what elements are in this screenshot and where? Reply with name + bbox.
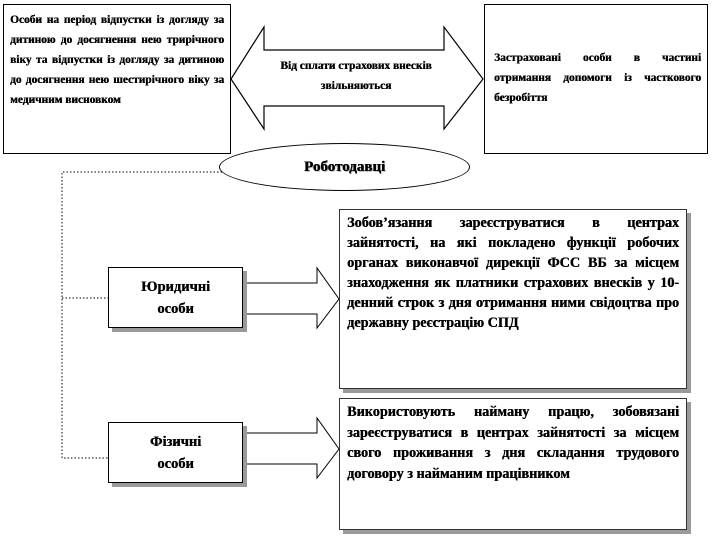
exempt-unemployment-text: Застраховані особи в частині отримання д… bbox=[494, 52, 701, 104]
individuals-description: Використовують найману працю, зобовязані… bbox=[347, 404, 679, 482]
double-arrow-shape bbox=[230, 24, 484, 131]
exempt-childcare-text: Особи на період відпустки із догляду за … bbox=[10, 14, 224, 106]
individuals-label: Фізичні особи bbox=[149, 433, 202, 472]
individuals-description-box: Використовують найману працю, зобовязані… bbox=[339, 398, 687, 530]
exempt-childcare-box: Особи на період відпустки із догляду за … bbox=[3, 4, 231, 154]
individuals-box: Фізичні особи bbox=[108, 422, 243, 483]
exemption-arrow-label: Від сплати страхових внесків звільняютьс… bbox=[280, 60, 432, 92]
tree-connector bbox=[61, 171, 222, 459]
employers-oval: Роботодавці bbox=[219, 143, 470, 191]
legal-entities-description: Зобов’язання зареєструватися в центрах з… bbox=[347, 215, 679, 331]
arrow-right-legal bbox=[242, 266, 340, 330]
legal-entities-box: Юридичні особи bbox=[108, 267, 243, 328]
exempt-unemployment-box: Застраховані особи в частині отримання д… bbox=[484, 4, 708, 154]
employers-label: Роботодавці bbox=[303, 158, 386, 175]
arrow-right-individuals bbox=[242, 416, 340, 480]
legal-entities-label: Юридичні особи bbox=[141, 278, 210, 317]
legal-entities-description-box: Зобов’язання зареєструватися в центрах з… bbox=[339, 209, 687, 389]
